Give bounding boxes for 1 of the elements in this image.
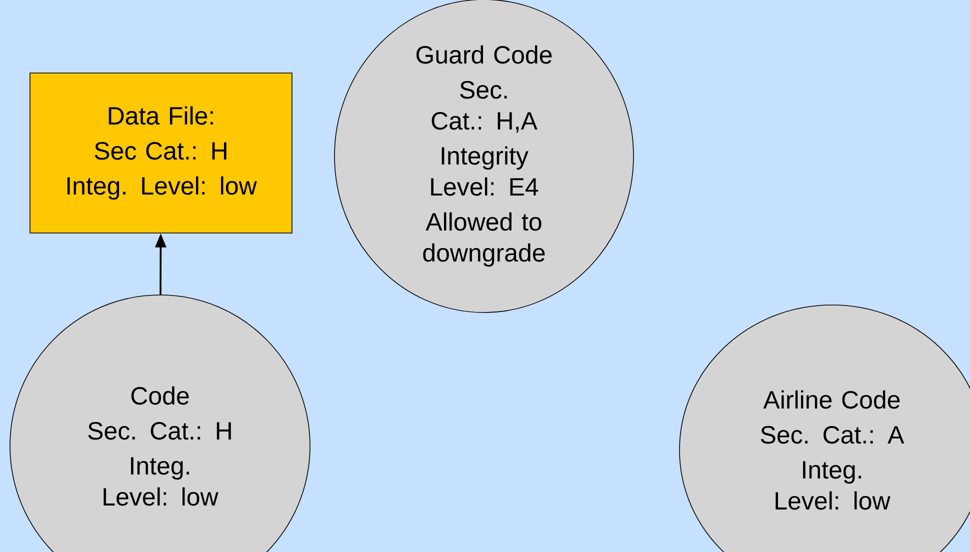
data-file-box: Data File: Sec Cat.: H Integ. Level: low [30, 72, 292, 234]
